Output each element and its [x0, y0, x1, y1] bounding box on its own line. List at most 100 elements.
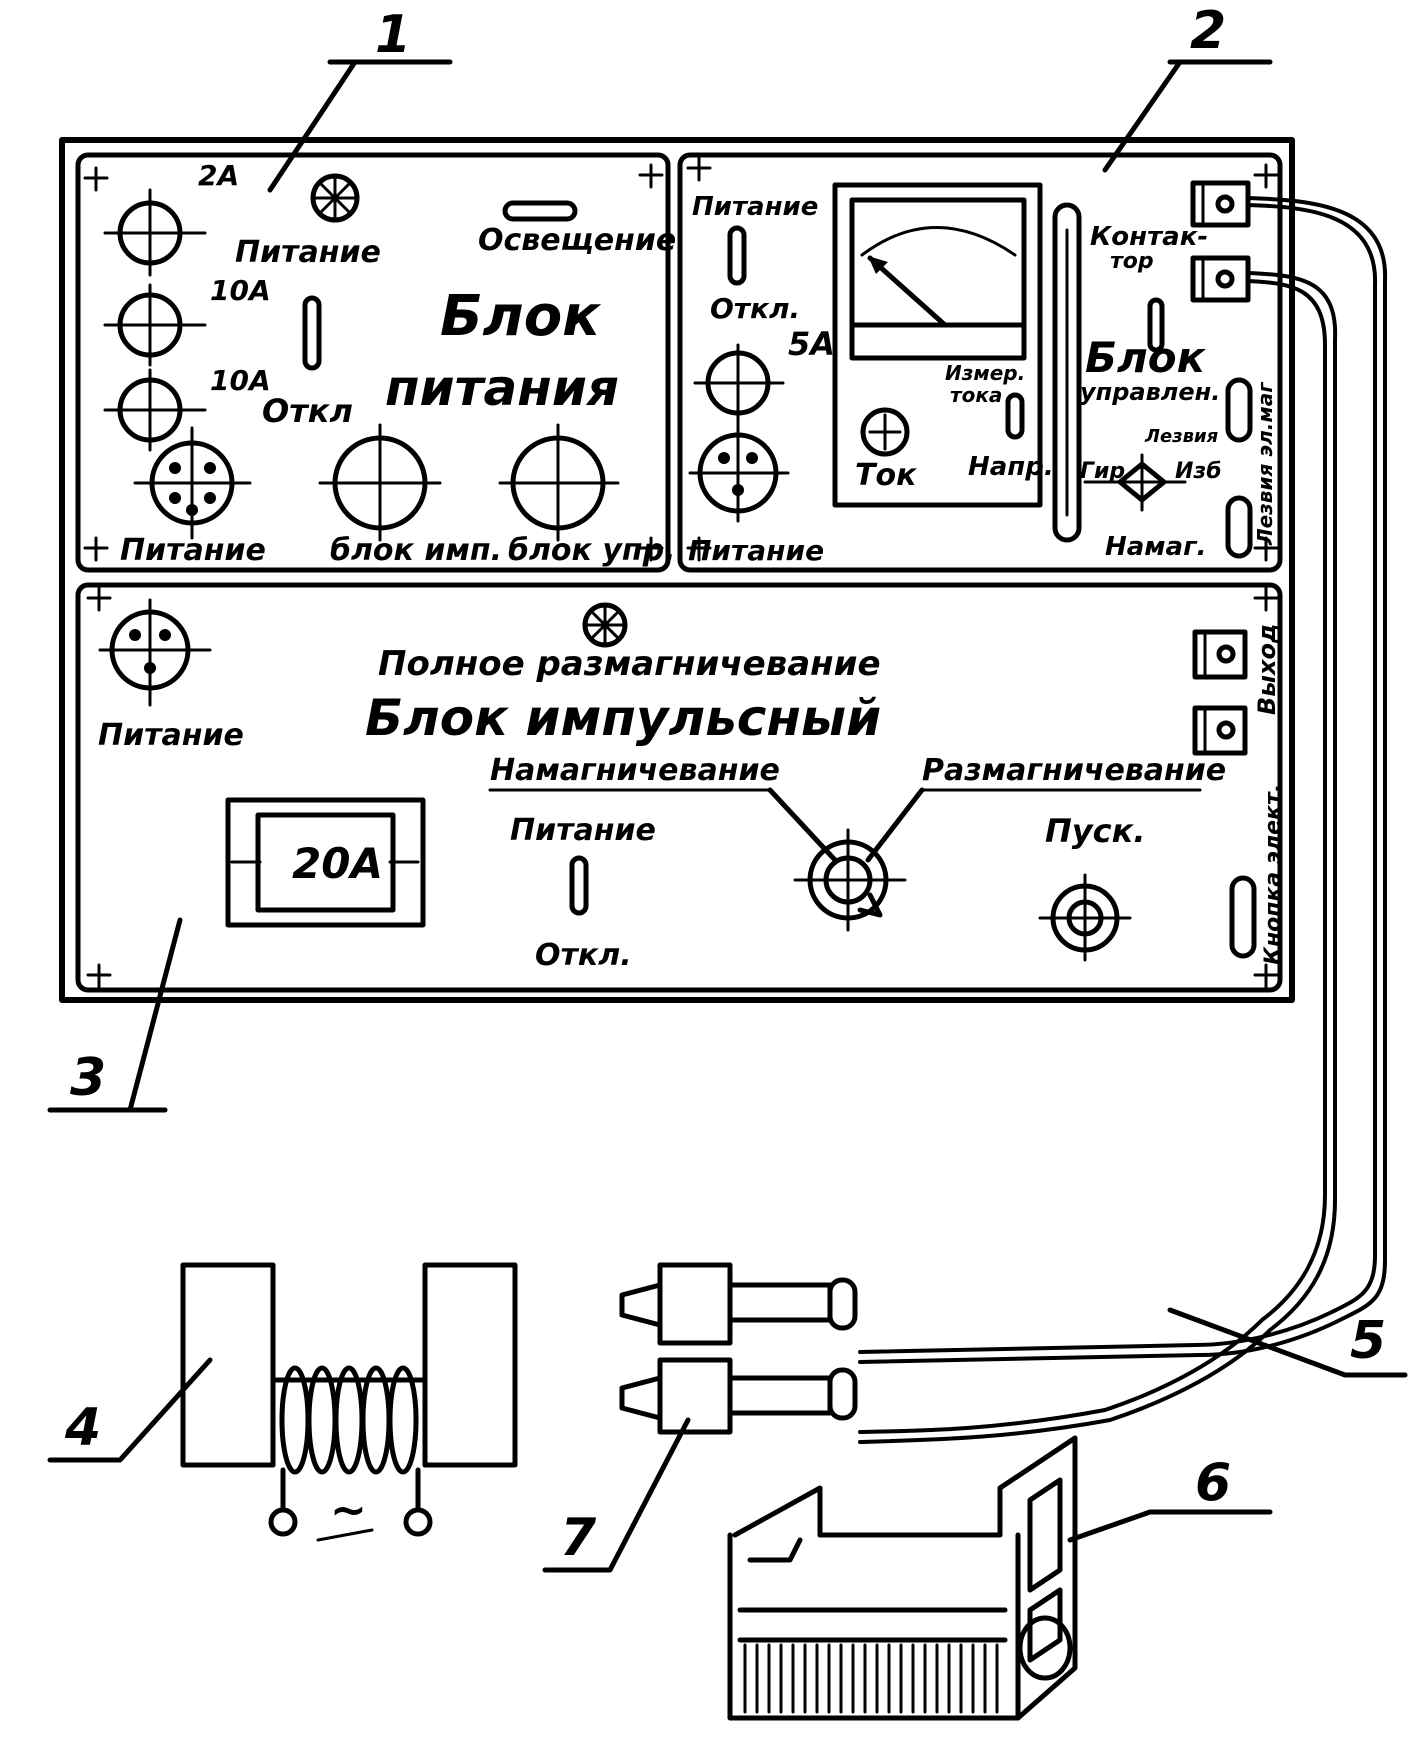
contactor-indicator — [1147, 297, 1165, 353]
fuse-5a-label: 5А — [788, 325, 835, 363]
measure-toggle[interactable] — [1005, 392, 1025, 440]
housing-outline — [59, 137, 1295, 1003]
control-block-title-1: Блок — [1085, 333, 1207, 382]
connector-pulse-block — [318, 423, 442, 542]
pulse-block-title: Блок импульсный — [365, 689, 881, 747]
blade-toggle-lower[interactable] — [1225, 495, 1253, 559]
pulse-block-panel — [75, 582, 1283, 993]
output-label: Выход — [1253, 624, 1281, 715]
power-block-title-1: Блок — [440, 284, 602, 349]
power-indicator-lamp — [310, 173, 360, 223]
contactor-label-1: Контак- — [1090, 222, 1208, 252]
contactor-label-2: тор — [1110, 249, 1154, 274]
magnet-label: Намаг. — [1105, 532, 1207, 562]
meter-face — [849, 197, 1027, 361]
output-terminal-upper — [1192, 629, 1248, 680]
probe-plug-upper — [619, 1262, 858, 1346]
callout-5-label: 5 — [1350, 1311, 1386, 1371]
callout-1-leader — [267, 59, 453, 193]
voltage-label: Напр. — [968, 452, 1054, 482]
fuse-20a-label: 20A — [292, 839, 383, 888]
callout-4-label: 4 — [64, 1398, 101, 1458]
callout-6-leader — [1067, 1509, 1273, 1543]
callout-4-leader — [47, 1357, 213, 1463]
vertical-slider[interactable] — [1052, 202, 1082, 543]
electromagnet — [180, 1262, 518, 1537]
callout-1-label: 1 — [375, 5, 411, 65]
meter-needle — [867, 255, 948, 328]
mode-rotary-knob[interactable] — [793, 828, 907, 932]
start-button[interactable] — [1038, 873, 1132, 962]
fuse-holder-2a — [103, 188, 207, 277]
output-terminal-lower — [1192, 705, 1248, 756]
pulse-power-connector — [98, 598, 212, 707]
demagnetize-pointer — [865, 787, 925, 863]
mode-top-label: Лезвия — [1144, 426, 1219, 447]
control-block-title-2: управлен. — [1080, 378, 1220, 406]
measure-label-2: тока — [950, 383, 1002, 407]
start-label: Пуск. — [1045, 812, 1145, 850]
callout-7-label: 7 — [560, 1508, 597, 1568]
connector-power-label: Питание — [120, 533, 266, 568]
callout-6-label: 6 — [1195, 1453, 1231, 1513]
control-off-label: Откл. — [710, 292, 800, 325]
power-block-panel — [75, 152, 671, 573]
fuse-10a-2-label: 10A — [210, 364, 271, 397]
pulse-power-toggle[interactable] — [569, 855, 589, 916]
meter-scale — [860, 226, 1017, 257]
lighting-label: Освещение — [478, 223, 676, 258]
control-power-connector — [688, 423, 790, 523]
contactor-terminal-lower — [1190, 255, 1251, 303]
magnetize-label: Намагничевание — [490, 753, 780, 788]
power-block-title-2: питания — [385, 359, 619, 417]
pulse-power-label: Питание — [98, 718, 244, 753]
ac-symbol: ~ — [330, 1485, 367, 1536]
connector-control-label: блок упр. — [508, 533, 676, 568]
lighting-switch[interactable] — [502, 200, 578, 222]
pulse-switch-off-label: Откл. — [535, 938, 632, 973]
full-demag-label: Полное размагничевание — [378, 644, 881, 684]
contactor-terminal-upper — [1190, 180, 1251, 228]
mode-right-label: Изб — [1175, 459, 1222, 484]
control-side-label: Лезвия эл.маг — [1253, 382, 1277, 546]
ac-symbol-underline — [316, 1528, 374, 1542]
meter-housing — [832, 182, 1043, 508]
control-power-toggle[interactable] — [727, 225, 747, 286]
callout-2-label: 2 — [1190, 1, 1226, 61]
mode-left-label: Гир — [1080, 459, 1125, 484]
control-block-panel — [677, 152, 1283, 573]
current-label: Ток — [855, 458, 917, 493]
connector-pulse-label: блок имп. — [330, 533, 502, 568]
button-label: Кнопка элект. — [1261, 784, 1286, 965]
demag-indicator-lamp — [582, 602, 628, 648]
callout-2-leader — [1102, 59, 1273, 173]
power-label: Питание — [235, 235, 381, 270]
fuse-2a-label: 2A — [198, 159, 239, 192]
fuse-10a-1-label: 10A — [210, 274, 271, 307]
fuse-holder-10a-1 — [103, 283, 207, 367]
callout-3-leader — [47, 917, 183, 1113]
blade-toggle-upper[interactable] — [1225, 377, 1253, 443]
pulse-side-button[interactable] — [1229, 875, 1257, 959]
mode-selector-knob[interactable] — [1083, 453, 1187, 512]
probe-plug-lower — [619, 1357, 858, 1435]
fuse-20a-housing — [225, 797, 426, 928]
corner-screws — [83, 156, 1279, 989]
meter-needle-arrow — [868, 256, 888, 274]
callout-7-leader — [542, 1417, 691, 1573]
callout-3-label: 3 — [70, 1048, 106, 1108]
control-power-label: Питание — [692, 192, 818, 222]
measure-label-1: Измер. — [945, 361, 1025, 385]
control-connector-label: Питание — [688, 534, 824, 567]
connector-control-block — [498, 423, 620, 542]
demagnetize-label: Размагничевание — [922, 753, 1226, 788]
power-toggle[interactable] — [302, 295, 322, 371]
callout-5-leader — [1167, 1307, 1408, 1378]
fixture-cradle — [727, 1435, 1078, 1721]
current-adjust-knob[interactable] — [860, 407, 910, 457]
pulse-switch-power-label: Питание — [510, 813, 656, 848]
connector-power — [133, 426, 252, 540]
fuse-holder-10a-2 — [103, 368, 207, 452]
